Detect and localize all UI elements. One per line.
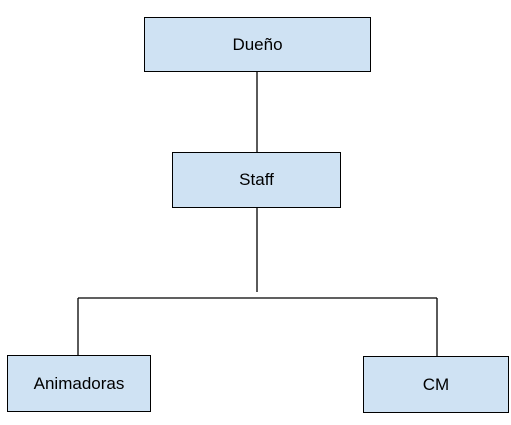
node-animadoras-label: Animadoras [33, 373, 125, 393]
node-animadoras: Animadoras [7, 355, 151, 412]
node-staff-label: Staff [239, 170, 274, 189]
node-owner: Dueño [144, 17, 371, 72]
node-cm: CM [363, 356, 509, 413]
node-cm-label: CM [422, 374, 450, 394]
node-owner-label: Dueño [232, 34, 283, 54]
node-staff: Staff [172, 152, 341, 208]
